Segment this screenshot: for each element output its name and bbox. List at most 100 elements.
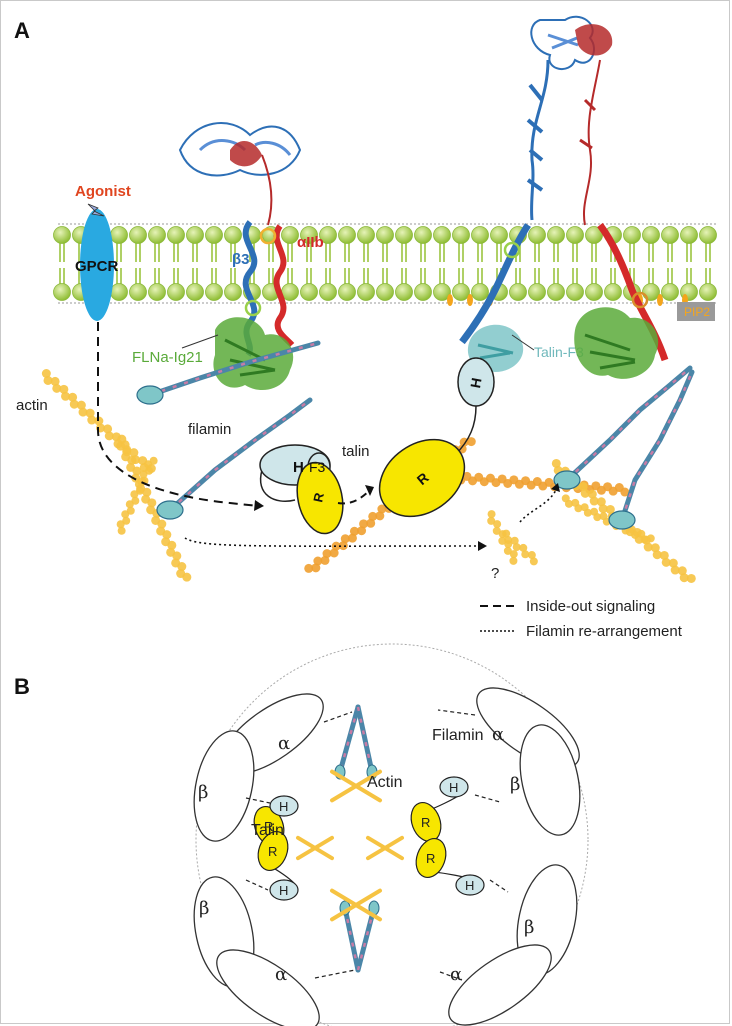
lipid xyxy=(186,226,204,301)
lipid xyxy=(585,226,603,301)
lipid-bilayer xyxy=(53,223,717,304)
lipid xyxy=(642,226,660,301)
talin-r-label: R xyxy=(310,491,327,504)
svg-text:H: H xyxy=(279,883,288,898)
agonist-label: Agonist xyxy=(75,183,131,200)
filamin-chain xyxy=(337,704,361,775)
dashed-link xyxy=(474,794,501,803)
arrowhead xyxy=(478,541,487,551)
svg-text:R: R xyxy=(426,851,435,866)
arrowhead xyxy=(365,485,374,496)
lipid xyxy=(53,226,71,301)
lipid xyxy=(433,226,451,301)
svg-text:α: α xyxy=(275,964,287,985)
svg-text:R: R xyxy=(268,844,277,859)
actin-filament xyxy=(366,835,404,861)
filamin-chains xyxy=(136,340,695,530)
svg-text:R: R xyxy=(264,819,273,834)
filamin-chain xyxy=(619,369,695,523)
filamin-chain xyxy=(342,905,361,973)
dashed-link xyxy=(437,709,476,716)
filamin-actin-binding-domain xyxy=(136,385,164,405)
actin-filament xyxy=(561,494,655,544)
lipid xyxy=(623,226,641,301)
inside-out-signaling-path-2 xyxy=(337,489,371,505)
arrowhead xyxy=(551,483,560,492)
talin-active-h-label: H xyxy=(467,377,485,390)
actin-b-label: Actin xyxy=(367,774,403,791)
filamin-chain xyxy=(147,340,321,398)
lipid xyxy=(699,226,717,301)
flna-leader-line xyxy=(181,334,219,349)
filamin-chain xyxy=(564,365,693,483)
lipid xyxy=(110,226,128,301)
lipid xyxy=(680,226,698,301)
beta3-label: β3 xyxy=(232,251,250,268)
lipid xyxy=(224,226,242,301)
lipid xyxy=(547,226,565,301)
flna-ig21-domain xyxy=(213,317,294,390)
svg-text:R: R xyxy=(421,815,430,830)
gpcr-receptor xyxy=(80,209,114,321)
svg-text:H: H xyxy=(279,799,288,814)
talin-f3-leader-line xyxy=(511,334,535,351)
lipid xyxy=(395,226,413,301)
pip2-label: PIP2 xyxy=(684,305,710,319)
svg-text:α: α xyxy=(450,964,462,985)
talin-inactive xyxy=(259,444,344,535)
flna-ig21-domain-right xyxy=(574,307,659,379)
talin-f3-domain-label: F3 xyxy=(309,459,326,475)
filamin-chain xyxy=(167,397,313,513)
filamin-actin-binding-domain xyxy=(608,510,636,530)
lipid xyxy=(319,226,337,301)
lipid xyxy=(167,226,185,301)
svg-text:H: H xyxy=(449,780,458,795)
gpcr-label: GPCR xyxy=(75,258,119,275)
integrin-beta-subunit: β xyxy=(193,730,255,842)
lipid xyxy=(661,226,679,301)
actin-filament xyxy=(330,888,382,922)
question-mark: ? xyxy=(491,565,499,582)
lipid xyxy=(338,226,356,301)
filamin-chain xyxy=(355,905,377,973)
lipid xyxy=(376,226,394,301)
lipid xyxy=(528,226,546,301)
filamin-label: filamin xyxy=(188,421,231,438)
talin-f3-label: Talin-F3 xyxy=(534,344,584,360)
lipid xyxy=(452,226,470,301)
talin-b-label: Talin xyxy=(251,822,284,839)
svg-text:H: H xyxy=(465,878,474,893)
talin-molecule: H H R R xyxy=(410,776,485,896)
lipid xyxy=(281,226,299,301)
integrin-inactive xyxy=(178,122,302,357)
lipid xyxy=(129,226,147,301)
pip2-marker xyxy=(657,294,663,306)
dashed-link xyxy=(439,971,463,981)
filamin-actin-binding-domain xyxy=(156,500,184,520)
svg-text:β: β xyxy=(510,774,520,795)
lipid xyxy=(566,226,584,301)
integrin-beta-subunit: β xyxy=(510,724,581,836)
pip2-badge xyxy=(677,302,715,321)
filamin-actin-binding-domain xyxy=(553,470,581,490)
pip2-marker xyxy=(447,294,453,306)
panel-b-label: B xyxy=(14,674,30,699)
lipid xyxy=(357,226,375,301)
integrin-alpha-subunit: α xyxy=(216,949,320,1026)
lipid xyxy=(205,226,223,301)
svg-text:β: β xyxy=(199,898,209,919)
filamin-b-label: Filamin xyxy=(432,727,484,744)
arrowhead xyxy=(254,500,264,511)
svg-text:α: α xyxy=(492,724,504,745)
svg-text:β: β xyxy=(198,782,208,803)
legend-dotted-label: Filamin re-arrangement xyxy=(526,623,683,640)
filamin-rearrangement-path xyxy=(184,537,481,547)
actin-filament xyxy=(116,456,158,535)
legend: Inside-out signaling Filamin re-arrangem… xyxy=(480,598,683,640)
talin-h-label: H xyxy=(293,459,304,476)
filamin-rearrangement-path-2 xyxy=(519,489,557,523)
